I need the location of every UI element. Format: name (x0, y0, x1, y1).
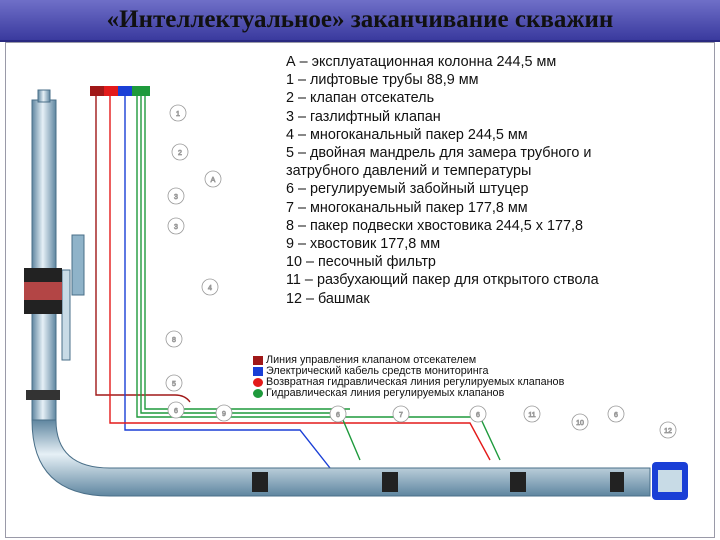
component-item: 9 – хвостовик 177,8 мм (286, 236, 441, 253)
callout-3a-label: 3 (174, 194, 178, 201)
callout-10: 10 (571, 413, 589, 431)
control-lines (95, 96, 501, 469)
callout-6d-label: 6 (614, 412, 618, 419)
horizontal-liner (31, 419, 651, 497)
line-safety-valve-control (95, 96, 191, 403)
line-hydraulic-supply-3 (144, 96, 350, 410)
callout-3b-label: 3 (174, 224, 178, 231)
callout-6d: 6 (607, 405, 625, 423)
swell-packer (610, 472, 624, 492)
liner-hanger (26, 390, 60, 400)
callout-9: 9 (215, 404, 233, 422)
callout-6b-label: 6 (336, 412, 340, 419)
tubing-top (37, 89, 51, 103)
component-item: А – эксплуатационная колонна 244,5 мм (286, 54, 557, 70)
callout-10-label: 10 (576, 420, 584, 427)
callout-8: 8 (165, 330, 183, 348)
slide-title: «Интеллектуальное» заканчивание скважин (106, 6, 614, 33)
component-item: 12 – башмак (286, 290, 370, 307)
callout-5: 5 (165, 374, 183, 392)
wellhead-block-bright-red (104, 86, 118, 96)
callout-1: 1 (169, 104, 187, 122)
callout-3b: 3 (167, 217, 185, 235)
round-marker-icon (253, 389, 263, 398)
content-frame (5, 42, 715, 538)
line-legend-row: Линия управления клапаном отсекателем (253, 355, 564, 366)
shoe-inner (658, 470, 682, 492)
callout-11: 11 (523, 405, 541, 423)
packer-lower (24, 300, 62, 314)
component-item: 7 – многоканальный пакер 177,8 мм (286, 199, 528, 216)
wellhead-block-red (90, 86, 104, 96)
callout-7-label: 7 (399, 412, 403, 419)
callout-6-label: 6 (174, 408, 178, 415)
callouts: 1 2 A 3 3 4 8 5 6 9 6 7 6 11 10 6 12 (165, 104, 677, 439)
callout-2: 2 (171, 143, 189, 161)
callout-A: A (204, 170, 222, 188)
title-bar (0, 0, 720, 42)
callout-11-label: 11 (528, 412, 535, 419)
component-legend: А – эксплуатационная колонна 244,5 мм 1 … (286, 53, 599, 308)
line-hydraulic-supply-2 (140, 96, 361, 461)
square-marker-icon (253, 356, 263, 365)
square-marker-icon (253, 367, 263, 376)
control-line-legend: Линия управления клапаном отсекателем Эл… (253, 355, 564, 399)
callout-4: 4 (201, 278, 219, 296)
callout-6b: 6 (329, 405, 347, 423)
component-item: 10 – песочный фильтр (286, 254, 436, 271)
wellhead-block-green (132, 86, 150, 96)
component-item: 2 – клапан отсекатель (286, 90, 435, 107)
line-monitoring-cable (124, 96, 331, 469)
component-item: 6 – регулируемый забойный штуцер (286, 181, 529, 198)
callout-2-label: 2 (178, 150, 182, 157)
packer-177-3 (510, 472, 526, 492)
callout-6c: 6 (469, 405, 487, 423)
callout-9-label: 9 (222, 411, 226, 418)
callout-3a: 3 (167, 187, 185, 205)
line-hydraulic-return (109, 96, 491, 461)
line-legend-label: Электрический кабель средств мониторинга (266, 365, 489, 377)
component-item: 4 – многоканальный пакер 244,5 мм (286, 126, 528, 143)
callout-12: 12 (659, 421, 677, 439)
callout-6c-label: 6 (476, 412, 480, 419)
callout-8-label: 8 (172, 337, 176, 344)
wellhead (90, 86, 150, 96)
line-hydraulic-supply-1 (136, 96, 501, 461)
round-marker-icon (253, 378, 263, 387)
mandrel (61, 269, 71, 361)
wellhead-block-blue (118, 86, 132, 96)
callout-7: 7 (392, 405, 410, 423)
line-legend-label: Гидравлическая линия регулируемых клапан… (266, 387, 505, 399)
component-item: 8 – пакер подвески хвостовика 244,5 х 17… (286, 217, 583, 234)
callout-12-label: 12 (664, 428, 672, 435)
component-item: 3 – газлифтный клапан (286, 108, 441, 125)
component-item: затрубного давлений и температуры (286, 163, 532, 180)
line-legend-row: Электрический кабель средств мониторинга (253, 366, 564, 377)
callout-A-label: A (211, 177, 216, 184)
component-item: 1 – лифтовые трубы 88,9 мм (286, 72, 479, 89)
packer-upper (24, 268, 62, 282)
line-legend-row: Гидравлическая линия регулируемых клапан… (253, 388, 564, 399)
line-legend-label: Линия управления клапаном отсекателем (266, 354, 477, 366)
callout-6: 6 (167, 401, 185, 419)
packer-177-2 (382, 472, 398, 492)
component-item: 5 – двойная мандрель для замера трубного… (286, 145, 592, 162)
line-legend-row: Возвратная гидравлическая линия регулиру… (253, 377, 564, 388)
callout-4-label: 4 (208, 285, 212, 292)
component-item: 11 – разбухающий пакер для открытого ств… (286, 272, 599, 289)
callout-5-label: 5 (172, 381, 176, 388)
production-string (24, 89, 688, 500)
gas-lift-valve (71, 234, 85, 296)
packer-seal (24, 282, 62, 300)
callout-1-label: 1 (176, 111, 180, 118)
line-legend-label: Возвратная гидравлическая линия регулиру… (266, 376, 565, 388)
packer-177-1 (252, 472, 268, 492)
vertical-casing (31, 99, 57, 421)
